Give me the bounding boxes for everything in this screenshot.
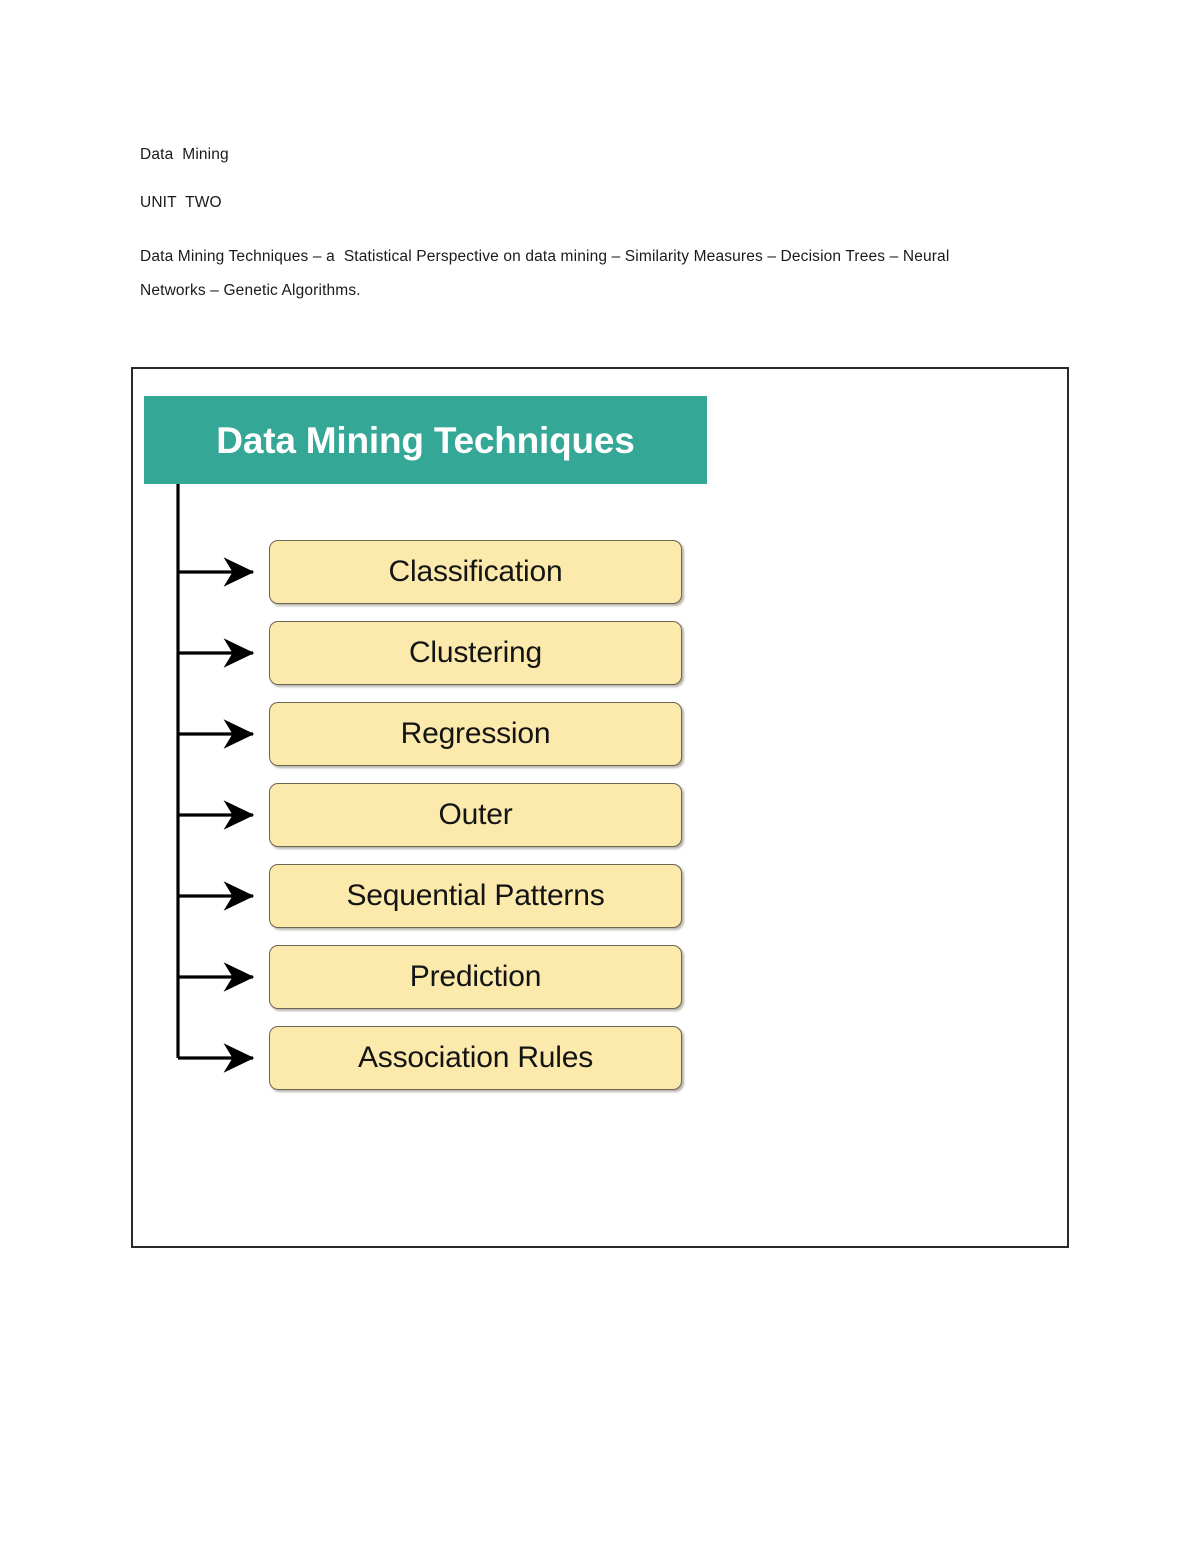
document-syllabus-text: Data Mining Techniques – a Statistical P… bbox=[140, 248, 954, 299]
technique-box-sequential-patterns[interactable]: Sequential Patterns bbox=[269, 864, 682, 928]
technique-label: Outer bbox=[438, 798, 513, 831]
diagram-frame: Data Mining Techniques Classification bbox=[131, 367, 1069, 1248]
technique-label: Regression bbox=[400, 717, 551, 750]
technique-box-clustering[interactable]: Clustering bbox=[269, 621, 682, 685]
technique-label: Sequential Patterns bbox=[346, 879, 605, 912]
diagram-header-box: Data Mining Techniques bbox=[144, 396, 707, 484]
technique-label: Classification bbox=[388, 555, 563, 588]
technique-label: Clustering bbox=[408, 636, 543, 669]
technique-box-outer[interactable]: Outer bbox=[269, 783, 682, 847]
technique-box-association-rules[interactable]: Association Rules bbox=[269, 1026, 682, 1090]
technique-box-regression[interactable]: Regression bbox=[269, 702, 682, 766]
diagram-title: Data Mining Techniques bbox=[216, 419, 635, 461]
technique-box-prediction[interactable]: Prediction bbox=[269, 945, 682, 1009]
technique-box-classification[interactable]: Classification bbox=[269, 540, 682, 604]
diagram-canvas: Data Mining Techniques Classification bbox=[133, 369, 1067, 1246]
technique-label: Prediction bbox=[409, 960, 542, 993]
technique-label: Association Rules bbox=[357, 1041, 594, 1074]
document-unit-label: UNIT TWO bbox=[140, 194, 222, 211]
document-heading: Data Mining bbox=[140, 146, 229, 163]
document-text-block: Data Mining UNIT TWO Data Mining Techniq… bbox=[140, 140, 1020, 308]
